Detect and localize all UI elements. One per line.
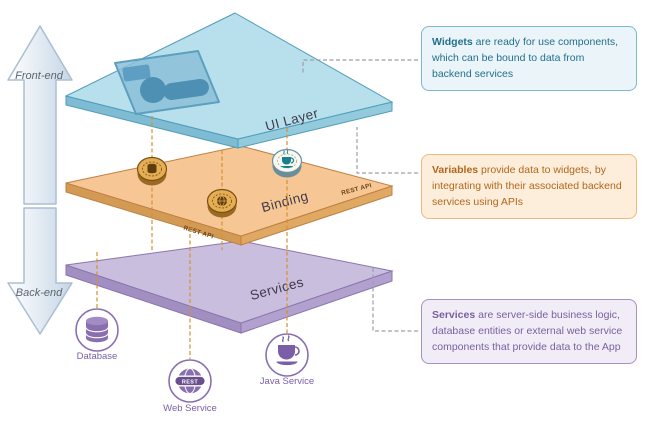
web-service: REST Web Service xyxy=(163,359,217,414)
variables-callout-lead: Variables xyxy=(432,164,479,176)
globe-glyph xyxy=(217,195,227,207)
back-end-arrow: Back-end xyxy=(7,207,73,335)
java-service: Java Service xyxy=(260,333,314,387)
database-variable-coin xyxy=(136,156,168,186)
widgets-callout-connector xyxy=(302,59,418,75)
front-end-arrow: Front-end xyxy=(7,25,73,205)
variables-callout-text: provide data to widgets, by integrating … xyxy=(432,164,622,208)
front-end-label: Front-end xyxy=(15,70,64,82)
services-layer-plate: Services xyxy=(65,240,394,334)
widget-card xyxy=(114,50,220,115)
database-service: Database xyxy=(75,308,119,362)
widget-bar xyxy=(163,78,209,101)
java-service-label: Java Service xyxy=(260,376,314,387)
widget-avatar xyxy=(140,77,166,103)
coffee-cup-glyph xyxy=(281,150,295,168)
database-icon xyxy=(85,316,109,343)
services-callout-connector xyxy=(372,266,418,332)
java-service-icon xyxy=(276,335,300,366)
widgets-callout-lead: Widgets xyxy=(432,36,473,48)
services-callout-lead: Services xyxy=(432,309,476,321)
widgets-callout-text: are ready for use components, which can … xyxy=(432,36,619,80)
variables-callout: Variables provide data to widgets, by in… xyxy=(421,154,637,220)
database-label: Database xyxy=(77,351,118,362)
rest-badge: REST xyxy=(182,380,199,386)
java-variable-coin xyxy=(271,148,303,178)
database-glyph xyxy=(147,163,157,174)
web-service-variable-coin xyxy=(206,188,238,218)
variables-callout-connector xyxy=(356,127,418,174)
widgets-callout: Widgets are ready for use components, wh… xyxy=(421,26,637,92)
web-service-icon: REST xyxy=(174,368,206,394)
ui-layer-plate: UI Layer xyxy=(64,12,394,149)
widget-chip xyxy=(122,64,151,82)
services-callout-text: are server-side business logic, database… xyxy=(432,309,623,353)
web-service-label: Web Service xyxy=(163,403,217,414)
callout-connectors xyxy=(302,59,418,332)
back-end-label: Back-end xyxy=(16,287,63,299)
services-callout: Services are server-side business logic,… xyxy=(421,299,637,365)
